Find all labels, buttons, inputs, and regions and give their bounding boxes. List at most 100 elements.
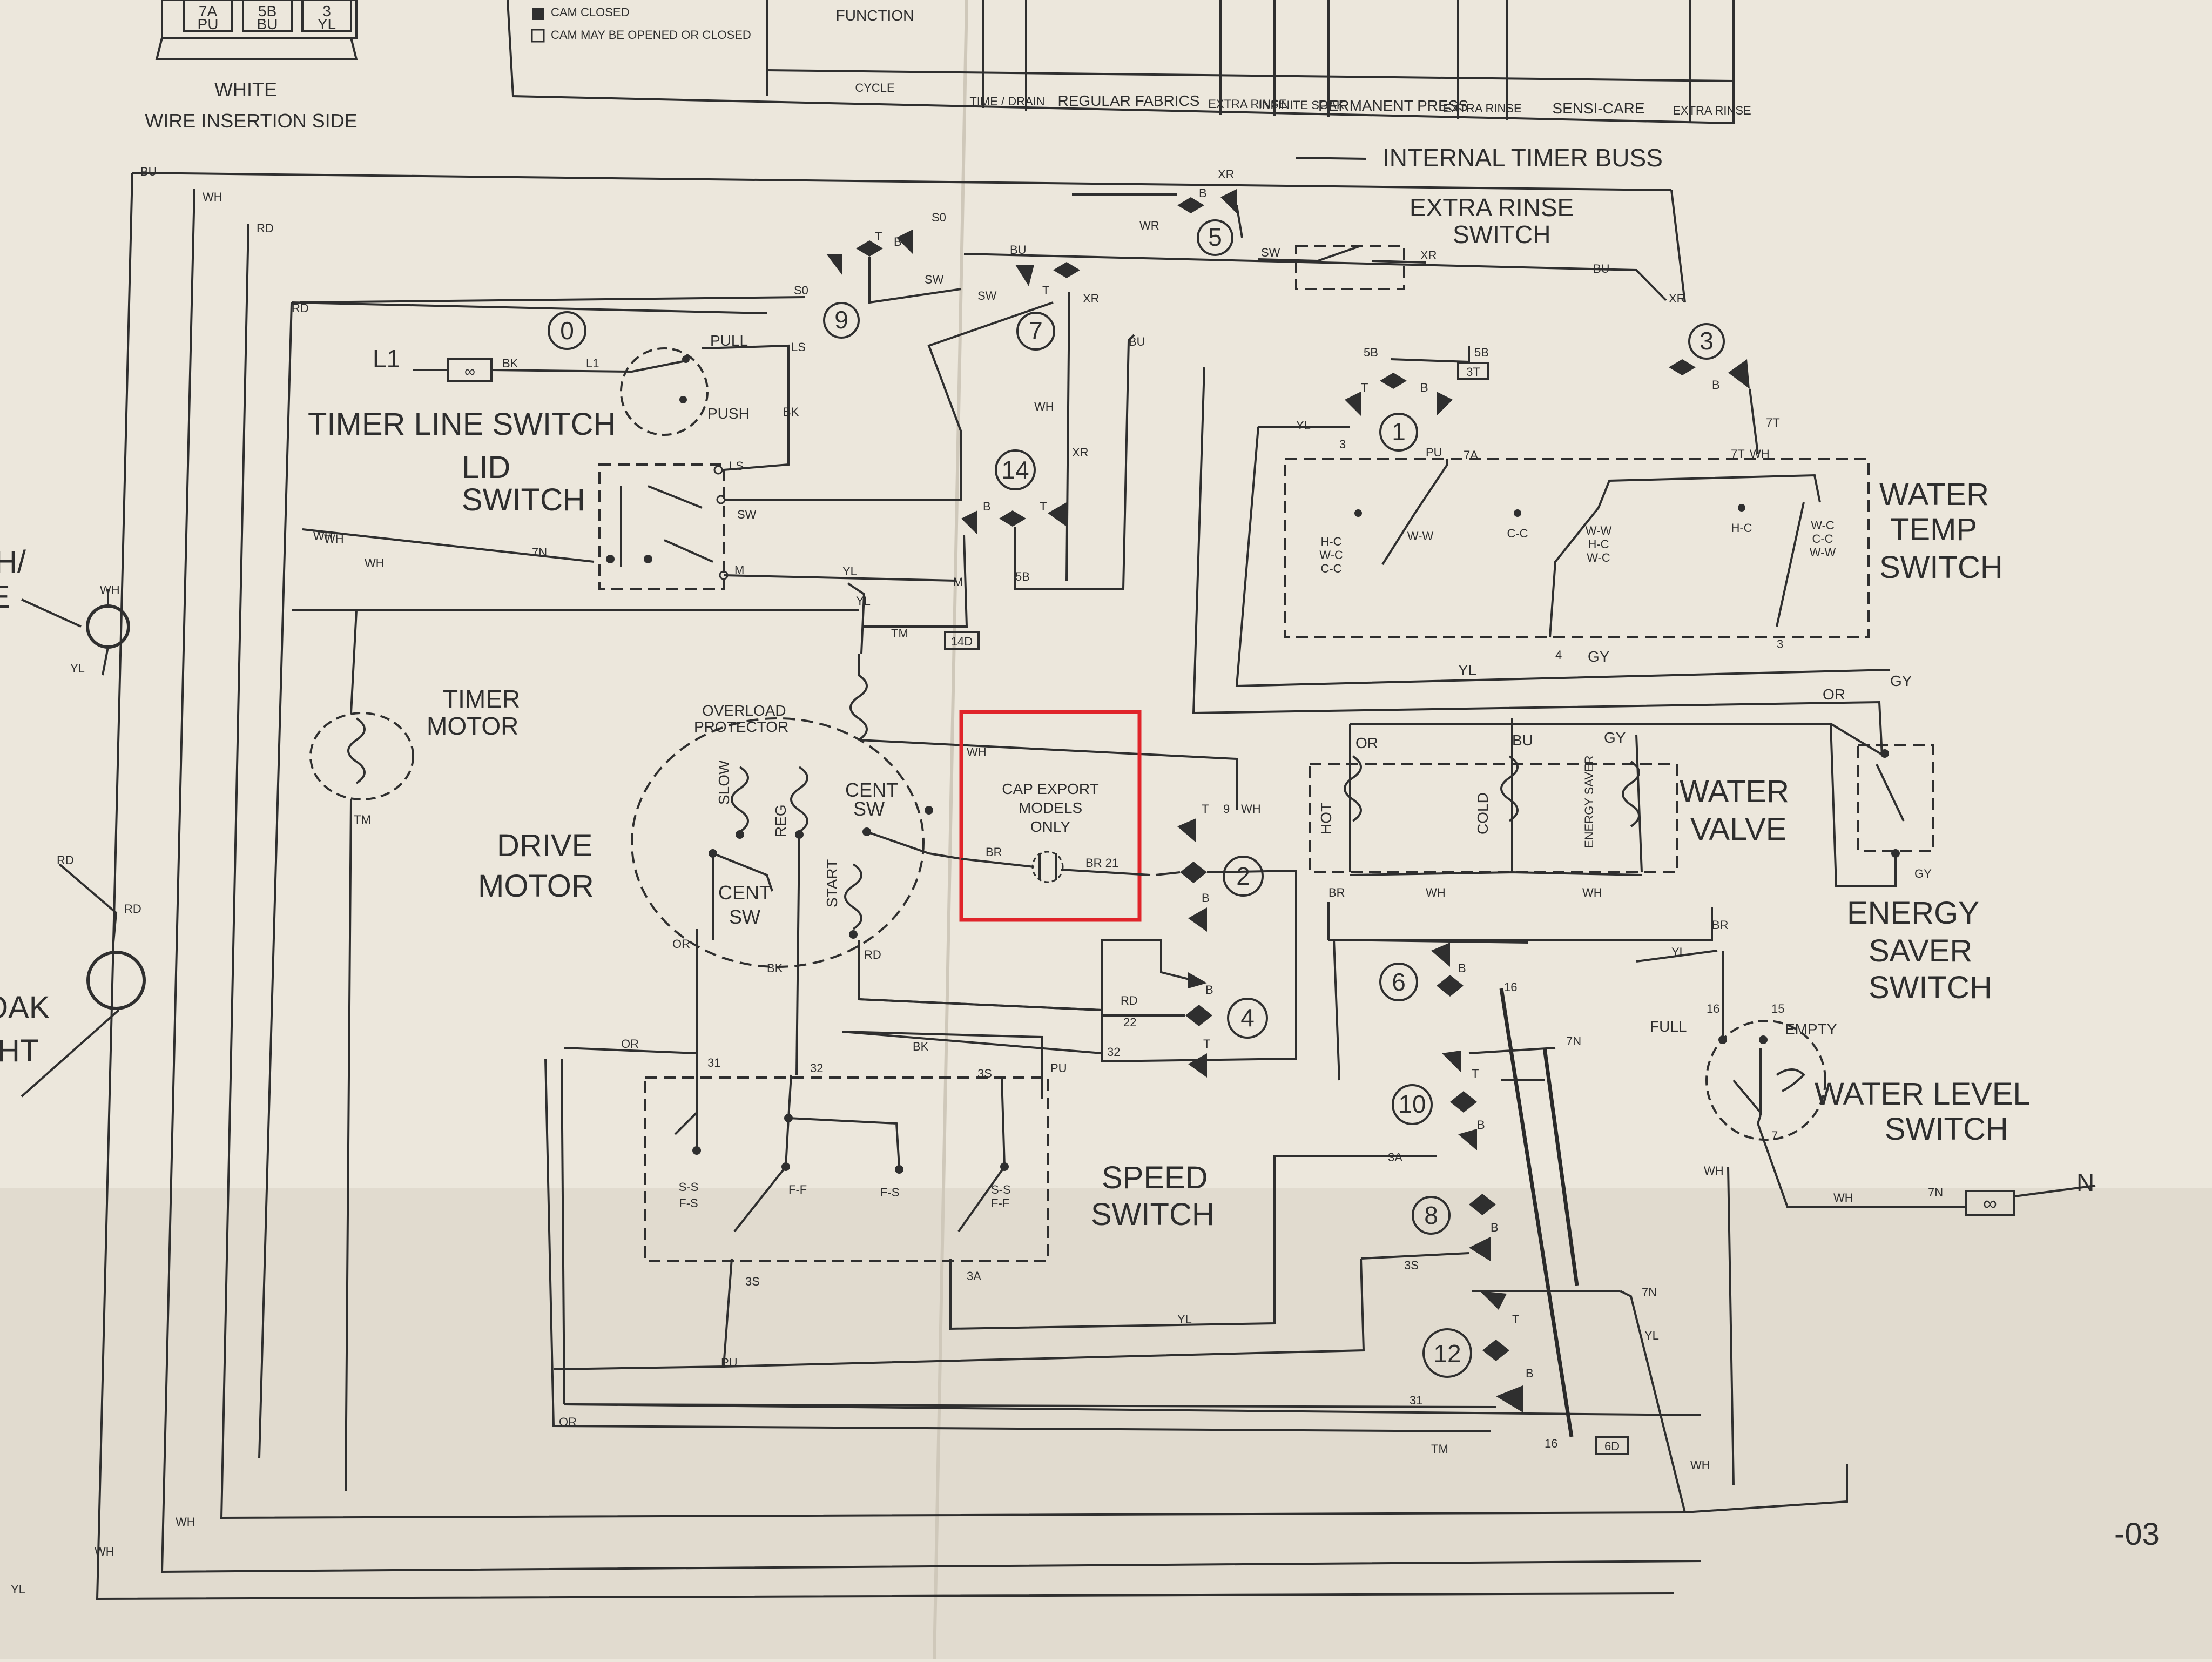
connector-pin-yl: YL [318,16,336,32]
cap-export-note-1: CAP EXPORT [1002,780,1098,797]
svg-text:XR: XR [1420,248,1437,262]
svg-text:SW: SW [977,289,997,302]
left-partial-label: H/ [0,544,26,580]
timer-contact-10: 10 [1398,1090,1426,1118]
svg-text:WH: WH [324,532,344,546]
timer-line-switch-label: TIMER LINE SWITCH [308,407,616,442]
light-partial: HT [0,1033,39,1068]
chart-col-time-drain: TIME / DRAIN [969,95,1044,108]
wiring-buses [96,172,1848,1600]
timer-contact-14: 14 [1001,456,1029,484]
svg-text:L1: L1 [586,356,599,370]
svg-text:B: B [1420,381,1428,394]
chart-legend-either: CAM MAY BE OPENED OR CLOSED [551,28,751,42]
svg-text:RD: RD [257,221,274,235]
temp-pos-1: H-C [1320,535,1341,548]
extra-rinse-switch-label-2: SWITCH [1453,220,1550,248]
svg-text:B: B [1526,1367,1534,1380]
cap-export-note-3: ONLY [1030,818,1070,835]
neutral-terminal-label: N [2076,1168,2094,1196]
switch-push-label: PUSH [707,405,750,422]
timer-motor: TM TIMER MOTOR [292,609,859,1491]
svg-text:RD: RD [292,301,309,315]
timer-contact-14-group: 14 B T XR 5B BU 14D TM M [864,334,1145,650]
lid-switch-label-2: SWITCH [462,482,585,517]
svg-text:LS: LS [729,459,744,473]
svg-text:5B: 5B [1474,346,1489,359]
svg-text:GY: GY [1914,867,1932,880]
connector-pin-pu: PU [198,16,219,32]
svg-text:3S: 3S [977,1067,992,1080]
svg-text:WH: WH [1426,886,1446,899]
motor-winding-start: START [824,859,840,907]
svg-text:BU: BU [140,165,157,178]
svg-text:BK: BK [913,1040,929,1053]
water-temp-switch-label-1: WATER [1879,477,1989,512]
svg-text:T: T [1040,500,1047,513]
valve-coil-cold: COLD [1474,792,1491,835]
svg-text:C-C: C-C [1507,527,1528,540]
svg-text:∞: ∞ [464,363,475,380]
svg-text:BK: BK [783,405,799,419]
timer-contacts-top: 9 T B S0 S0 SW 7 BU T XR SW WH 5 B XR WR… [299,167,1780,581]
timer-contact-2: 2 [1236,862,1250,890]
svg-text:7T: 7T [1766,416,1780,429]
energy-saver-label-3: SWITCH [1869,970,1992,1005]
svg-text:XR: XR [1669,292,1685,305]
svg-text:T: T [1042,284,1049,297]
timer-motor-label-2: MOTOR [427,712,518,740]
timer-chart: CAM CLOSED CAM MAY BE OPENED OR CLOSED F… [507,0,1751,172]
svg-text:5B: 5B [1015,570,1030,583]
svg-text:W-W: W-W [1810,546,1836,559]
svg-text:H-C: H-C [1731,521,1752,535]
l1-terminal-label: L1 [373,345,400,373]
svg-text:WH: WH [100,583,120,597]
valve-coil-hot: HOT [1318,803,1334,835]
svg-text:RD: RD [57,853,74,867]
svg-text:RD: RD [864,948,881,961]
svg-text:YL: YL [842,564,857,578]
connector-caption-white: WHITE [214,78,277,100]
svg-text:B: B [1199,186,1207,200]
svg-text:W-C: W-C [1319,548,1343,562]
water-level-label-1: WATER LEVEL [1815,1076,2031,1112]
timer-line-switch: L1 ∞ BK L1 PULL PUSH LS BK TIMER LINE SW… [308,311,806,471]
connector-block: 7A PU 5B BU 3 YL WHITE WIRE INSERTION SI… [145,0,358,132]
svg-text:3T: 3T [1466,365,1480,379]
timer-line-switch-body [620,347,709,436]
chart-cycle-label: CYCLE [855,81,894,95]
svg-text:31: 31 [707,1056,720,1069]
svg-text:BK: BK [502,356,518,370]
svg-text:SW: SW [925,273,944,286]
svg-text:BU: BU [1129,335,1145,348]
svg-text:F-F: F-F [788,1183,807,1196]
svg-text:3A: 3A [967,1269,981,1283]
svg-text:M: M [734,563,744,577]
svg-text:B: B [894,235,902,248]
svg-text:TM: TM [354,813,371,826]
svg-text:22: 22 [1123,1015,1136,1029]
svg-text:OR: OR [672,937,690,951]
svg-text:6D: 6D [1604,1439,1620,1453]
svg-text:C-C: C-C [1320,562,1341,575]
cent-sw-label-4: SW [729,906,760,928]
svg-text:F-S: F-S [880,1186,899,1199]
svg-text:16: 16 [1545,1437,1557,1450]
svg-text:YL: YL [70,662,85,675]
page-number-fragment: -03 [2114,1517,2160,1552]
timer-contact-0: 0 [560,317,574,345]
svg-text:GY: GY [1890,672,1912,689]
svg-text:32: 32 [810,1061,823,1075]
speed-switch-label-2: SWITCH [1091,1197,1215,1232]
svg-text:3: 3 [1777,637,1783,651]
timer-contact-8: 8 [1424,1201,1438,1229]
svg-text:YL: YL [1458,662,1476,678]
water-valve-label-1: WATER [1680,774,1789,809]
svg-text:BR 21: BR 21 [1085,856,1118,870]
timer-contacts-bottom: 6 B 16 10 T B 3A 7N 8 B 3S 12 T B 31 TM … [564,939,1710,1513]
svg-text:3: 3 [1339,438,1346,451]
svg-text:32: 32 [1107,1045,1120,1059]
valve-coil-energy-saver: ENERGY SAVER [1582,755,1596,848]
timer-contact-12: 12 [1433,1340,1461,1368]
svg-text:7N: 7N [1642,1286,1657,1299]
